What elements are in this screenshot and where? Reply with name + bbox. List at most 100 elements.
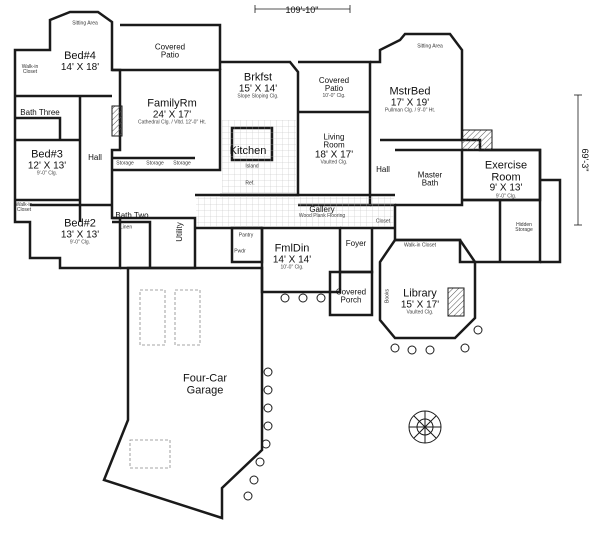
room-bath-three: Bath Three [20, 107, 60, 117]
fireplace-library [447, 287, 465, 317]
room-covered-patio-left: Covered Patio [154, 42, 186, 61]
room-note: 9'-0" Clg. [36, 170, 58, 177]
kitchen-island: Island [245, 163, 259, 170]
room-fmldin: FmlDin 14' X 14' 10'-0" Clg. [273, 243, 311, 270]
hidden-storage-label: Hidden Storage [515, 221, 533, 233]
room-note: 9'-0" Clg. [495, 193, 517, 200]
room-kitchen: Kitchen [230, 146, 267, 158]
storage-label: Storage [173, 160, 191, 167]
wall-foyer [340, 226, 374, 274]
room-note: Slope Sloping Clg. [237, 93, 279, 100]
wall-library [378, 238, 477, 340]
room-name-2: Garage [186, 384, 224, 396]
garage-bay-1 [139, 289, 166, 346]
room-exercise: Exercise Room 9' X 13' 9'-0" Clg. [484, 159, 528, 200]
kitchen-tile [222, 120, 296, 193]
exterior-wall-patio-left [120, 23, 222, 70]
room-note: Vaulted Clg. [320, 160, 348, 167]
room-note: Wood Plank Flooring [298, 213, 346, 220]
room-name: Covered [318, 75, 350, 85]
ref-label: Ref. [245, 180, 255, 187]
room-name: FamilyRm [147, 97, 197, 110]
room-name: Bed#2 [64, 217, 96, 230]
exterior-wall-left-wing [13, 10, 122, 270]
overall-width-label: 109'-10" [285, 5, 319, 15]
room-foyer: Foyer [345, 238, 367, 248]
room-dims: 15' X 14' [238, 82, 278, 94]
room-name: Master [417, 170, 443, 180]
garage-bay-2 [174, 289, 201, 346]
room-note: 10'-0" Clg. [322, 92, 346, 99]
room-note: Vaulted Clg. [406, 309, 434, 316]
shrubs [243, 293, 483, 501]
room-name: MstrBed [389, 85, 431, 98]
room-hall-left: Hall [88, 152, 102, 162]
room-name: Bed#4 [64, 49, 96, 62]
room-bed3: Bed#3 12' X 13' 9'-0" Clg. [28, 149, 66, 176]
wall-master-bath [395, 148, 464, 207]
room-library: Library 15' X 17' Vaulted Clg. [401, 288, 439, 315]
room-dims: 24' X 17' [152, 108, 192, 120]
room-note: 9'-0" Clg. [69, 239, 91, 246]
room-name-2: Porch [340, 296, 362, 305]
room-dims: 13' X 13' [60, 228, 100, 240]
room-garage: Four-Car Garage [183, 373, 227, 396]
room-name: Kitchen [229, 145, 267, 158]
garage-bay-3 [129, 439, 171, 469]
room-walkin-right: Walk-in Closet [403, 242, 437, 249]
room-dims: 18' X 17' [314, 149, 354, 161]
room-name-2: Patio [324, 84, 344, 94]
room-name: Covered [154, 42, 186, 52]
room-name: Gallery [309, 205, 335, 215]
wall-bath3 [15, 116, 62, 140]
room-name: Bed#3 [31, 148, 63, 161]
tree-icon [408, 410, 442, 444]
room-name-2: Patio [160, 51, 180, 60]
room-name: Exercise [484, 159, 528, 172]
room-bed4: Bed#4 14' X 18' [61, 49, 99, 73]
room-name-2: Room [323, 141, 345, 151]
wall-far-right [540, 178, 562, 264]
linen-label: Linen [119, 224, 133, 231]
storage-label: Storage [116, 160, 134, 167]
room-pantry: Pantry [238, 232, 254, 239]
room-note: Sitting Area [72, 20, 98, 27]
room-name: Living [323, 132, 345, 142]
room-dims: 12' X 13' [27, 159, 67, 171]
wall-covered-porch [328, 270, 374, 317]
room-familyrm: FamilyRm 24' X 17' Cathedral Clg. / Vltd… [138, 98, 206, 125]
books-label: Books [384, 289, 391, 303]
room-name: Four-Car [182, 372, 228, 385]
room-note: Cathedral Clg. / Vltd. 12'-0" Ht. [137, 119, 207, 126]
room-name-2: Bath [421, 179, 439, 188]
room-covered-porch: Covered Porch [335, 287, 367, 306]
closet-label: Closet [375, 218, 391, 225]
room-brkfst: Brkfst 15' X 14' Slope Sloping Clg. [237, 72, 278, 99]
room-name-2: Room [491, 171, 521, 184]
room-name: Covered [335, 287, 367, 297]
room-note: Pullman Clg. / 9'-0" Ht. [384, 107, 436, 114]
room-note: Sitting Area [417, 43, 443, 50]
room-master-bath: Master Bath [417, 170, 443, 189]
room-name: FmlDin [274, 242, 310, 255]
brick-corner [461, 129, 493, 151]
room-dims: 14' X 14' [272, 253, 312, 265]
room-utility: Utility [174, 222, 184, 242]
room-gallery: Gallery Wood Plank Flooring [298, 205, 346, 220]
fireplace-family [111, 105, 123, 137]
room-hall-right: Hall [376, 164, 390, 174]
room-dims: 15' X 17' [400, 298, 440, 310]
room-walkin-left-top: Walk-in Closet [21, 63, 39, 75]
room-walkin-left-bottom: Walk-in Closet [15, 201, 33, 213]
room-name: Brkfst [243, 71, 273, 84]
gallery-tile [196, 196, 394, 227]
powder-label: Pwdr [234, 248, 246, 255]
room-note: 10'-0" Clg. [280, 264, 304, 271]
room-bath-two: Bath Two [115, 210, 149, 220]
overall-depth-label: 69'-3" [580, 148, 590, 172]
storage-label: Storage [146, 160, 164, 167]
room-dims: 9' X 13' [489, 182, 523, 194]
room-bed2: Bed#2 13' X 13' 9'-0" Clg. [61, 218, 99, 245]
wall-pantry [230, 226, 264, 264]
